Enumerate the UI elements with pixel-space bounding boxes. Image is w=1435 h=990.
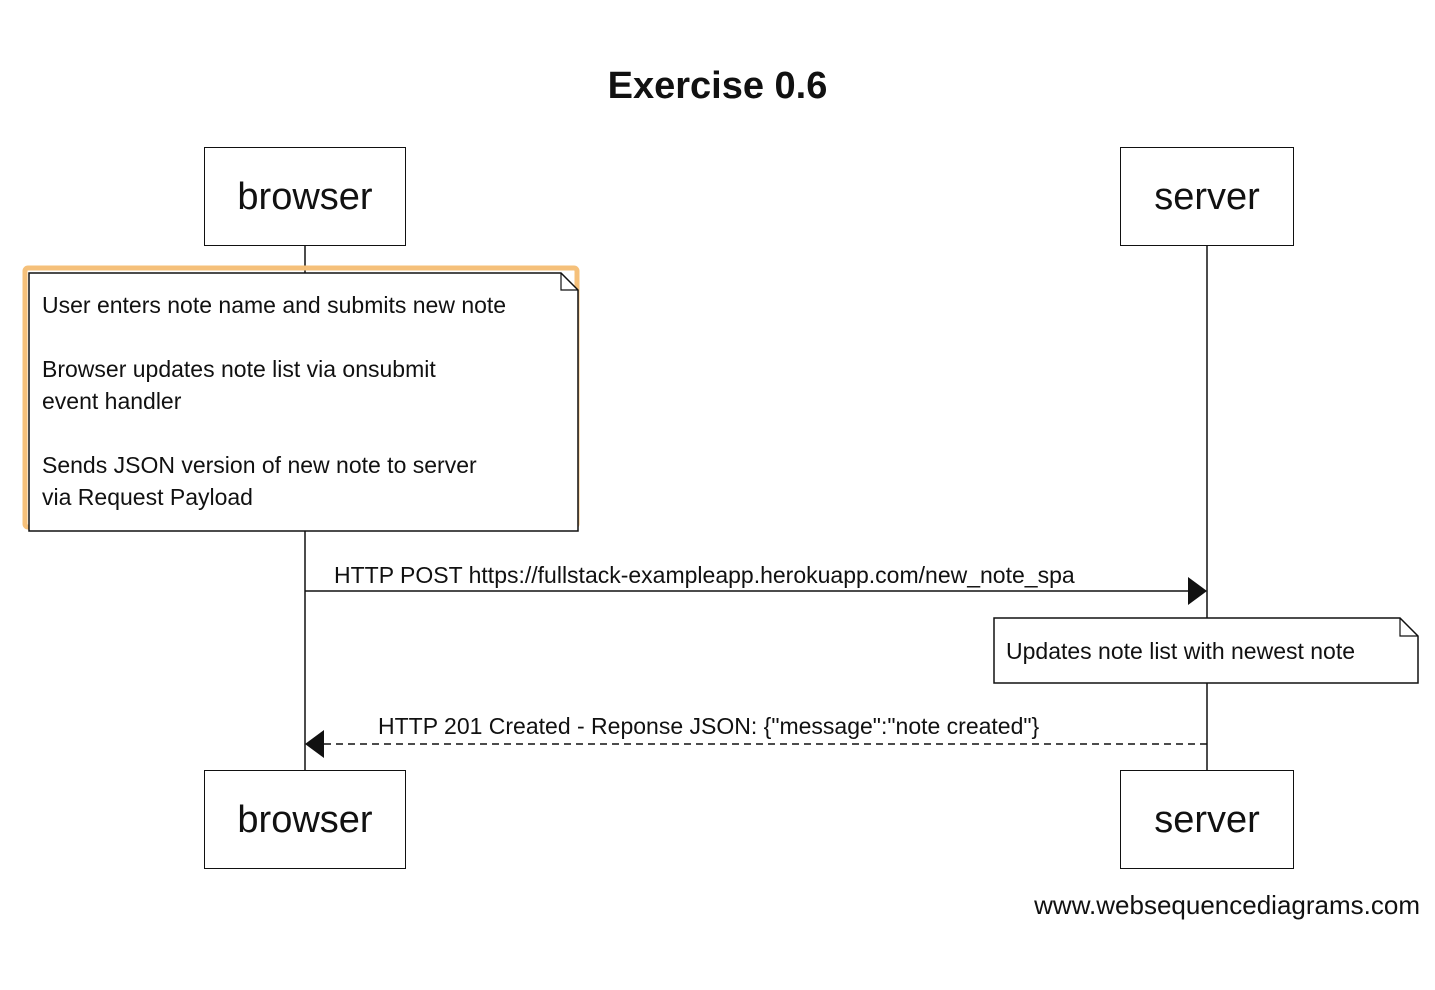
server-note-fold (1399, 618, 1418, 637)
browser-actor-bottom: browser (204, 770, 406, 869)
browser-note-text: User enters note name and submits new no… (42, 292, 507, 510)
server-actor-top: server (1120, 147, 1294, 246)
diagram-title: Exercise 0.6 (607, 65, 828, 107)
post-arrowhead (1188, 577, 1207, 605)
browser-note-fold (560, 273, 578, 291)
browser-note-box (28, 272, 579, 532)
server-actor-bottom: server (1120, 770, 1294, 869)
server-note-box (993, 617, 1419, 684)
watermark-link[interactable]: www.websequencediagrams.com (1034, 890, 1420, 920)
response-arrowhead (305, 730, 324, 758)
post-message-label: HTTP POST https://fullstack-exampleapp.h… (334, 562, 1075, 588)
browser-actor-top: browser (204, 147, 406, 246)
response-message-label: HTTP 201 Created - Reponse JSON: {"messa… (378, 713, 1040, 739)
server-note-text: Updates note list with newest note (1006, 638, 1356, 664)
